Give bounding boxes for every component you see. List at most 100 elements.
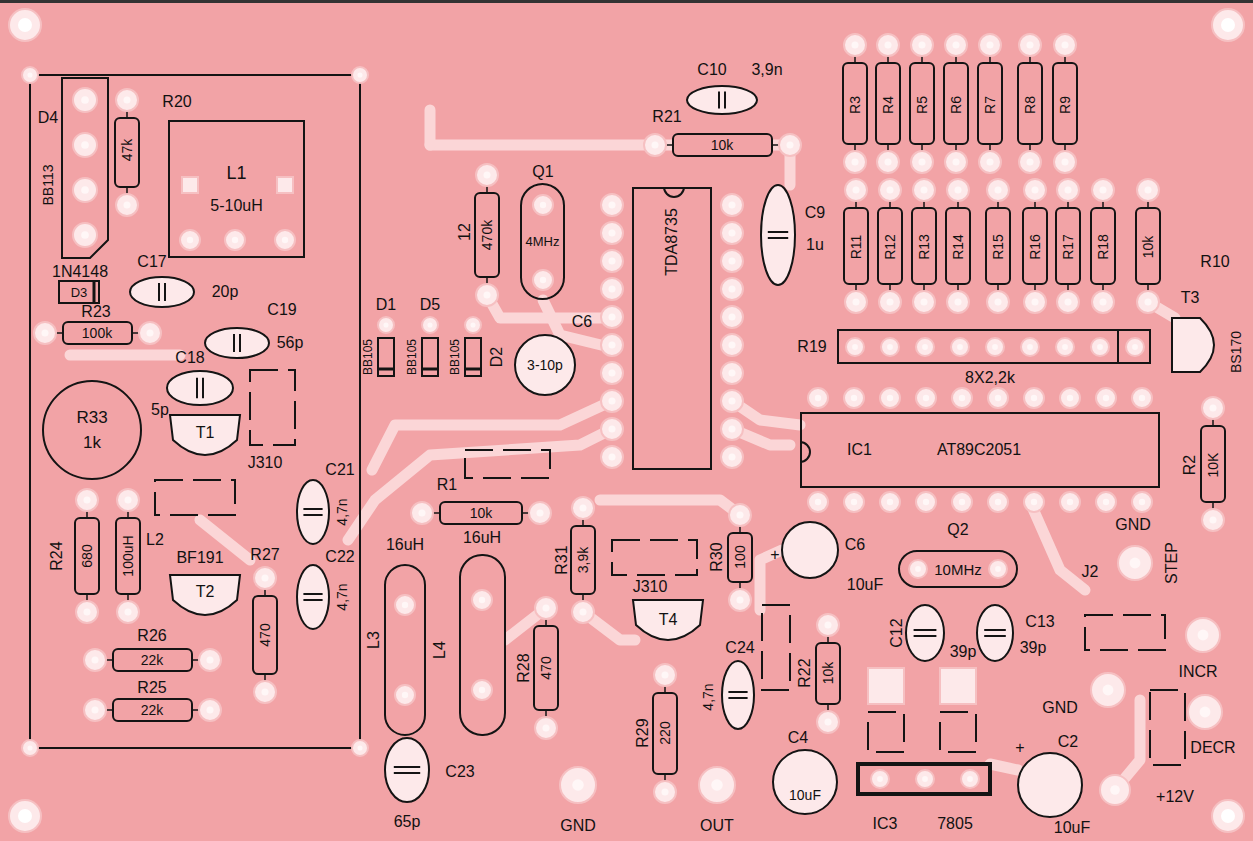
solder-pad xyxy=(951,338,969,356)
capacitor-plate xyxy=(303,599,322,601)
resistor-symbol xyxy=(1053,63,1077,144)
solder-pad xyxy=(1188,695,1222,729)
drill-hole xyxy=(661,788,668,795)
solder-pad xyxy=(654,664,676,686)
part-label: 10k xyxy=(711,138,734,152)
regulator-body xyxy=(858,764,990,794)
component-label: TDA8735 xyxy=(664,208,680,276)
part-label: R31 xyxy=(554,545,570,574)
part-label: 3,9k xyxy=(576,547,590,573)
drill-hole xyxy=(124,608,131,615)
drill-hole xyxy=(187,237,193,243)
drill-hole xyxy=(728,425,735,432)
drill-hole xyxy=(124,496,131,503)
solder-pad xyxy=(1091,338,1109,356)
part-label: D1 xyxy=(376,297,396,313)
part-label: 22k xyxy=(141,703,164,717)
part-label: 5p xyxy=(151,402,169,418)
capacitor-plate xyxy=(303,514,322,516)
solder-pad xyxy=(116,89,138,111)
drill-hole xyxy=(81,141,89,149)
part-label: Q1 xyxy=(532,164,553,180)
part-label: 39p xyxy=(1020,640,1047,656)
solder-pad xyxy=(535,717,557,739)
solder-pad xyxy=(395,685,415,705)
part-label: BB105 xyxy=(449,339,461,375)
drill-hole xyxy=(540,202,546,208)
drill-hole xyxy=(1144,186,1151,193)
part-label: 470 xyxy=(539,656,553,679)
solder-pad xyxy=(117,489,139,511)
resistor-symbol xyxy=(944,63,968,144)
part-label: 10uF xyxy=(847,577,883,593)
part-label: C10 xyxy=(697,62,726,78)
solder-pad xyxy=(987,179,1009,201)
drill-hole xyxy=(27,745,32,750)
drill-hole xyxy=(1031,186,1038,193)
solder-pad xyxy=(1186,618,1220,652)
drill-hole xyxy=(1103,395,1109,401)
resistor-symbol xyxy=(844,208,868,284)
resistor-symbol xyxy=(673,134,772,156)
resistor-symbol xyxy=(843,63,867,144)
drill-hole xyxy=(1132,344,1138,350)
solder-pad xyxy=(533,270,553,290)
part-label: R8 xyxy=(1023,96,1037,114)
component-outline: 10MHz xyxy=(898,550,1018,588)
solder-pad xyxy=(1024,492,1044,512)
solder-pad xyxy=(1118,546,1152,580)
drill-hole xyxy=(608,397,615,404)
solder-pad xyxy=(601,306,623,328)
drill-hole xyxy=(995,395,1001,401)
solder-pad xyxy=(1021,338,1039,356)
resistor-symbol xyxy=(728,533,752,582)
solder-pad xyxy=(601,278,623,300)
solder-pad xyxy=(779,134,801,156)
drill-hole xyxy=(852,186,859,193)
board-edge xyxy=(0,0,1253,3)
drill-hole xyxy=(427,322,432,327)
drill-hole xyxy=(954,186,961,193)
solder-pad xyxy=(1024,291,1046,313)
part-label: R12 xyxy=(883,234,897,260)
solder-pad xyxy=(1024,388,1044,408)
drill-hole xyxy=(261,574,268,581)
solder-pad xyxy=(844,151,866,173)
drill-hole xyxy=(608,341,615,348)
part-label: R2 xyxy=(1182,455,1198,475)
part-label: D2 xyxy=(489,347,505,367)
drill-hole xyxy=(18,809,32,823)
drill-hole xyxy=(1026,158,1033,165)
capacitor-symbol xyxy=(906,605,944,661)
drill-hole xyxy=(954,298,961,305)
drill-hole xyxy=(651,141,658,148)
solder-pad xyxy=(352,67,368,83)
drill-hole xyxy=(206,706,213,713)
part-label: 12 xyxy=(457,223,473,241)
capacitor-symbol xyxy=(130,277,194,307)
solder-pad xyxy=(879,291,901,313)
solder-pad xyxy=(1100,775,1130,805)
component-label: AT89C2051 xyxy=(937,442,1021,458)
resistor-symbol xyxy=(1201,426,1225,502)
drill-hole xyxy=(1139,499,1145,505)
drill-hole xyxy=(91,656,98,663)
solder-pad xyxy=(84,699,106,721)
part-label: 3-10p xyxy=(527,358,563,372)
drill-hole xyxy=(736,596,743,603)
resistor-symbol xyxy=(571,526,595,594)
drill-hole xyxy=(995,499,1001,505)
resistor-symbol xyxy=(116,518,140,594)
drill-hole xyxy=(957,344,963,350)
solder-pad xyxy=(817,614,839,636)
solder-pad xyxy=(601,418,623,440)
part-label: R6 xyxy=(949,96,963,114)
drill-hole xyxy=(81,186,89,194)
capacitor-symbol xyxy=(205,328,269,358)
solder-pad xyxy=(180,230,200,250)
solder-pad xyxy=(1091,673,1125,707)
part-label: R21 xyxy=(652,109,681,125)
part-label: R20 xyxy=(162,94,191,110)
solder-pad xyxy=(987,291,1009,313)
